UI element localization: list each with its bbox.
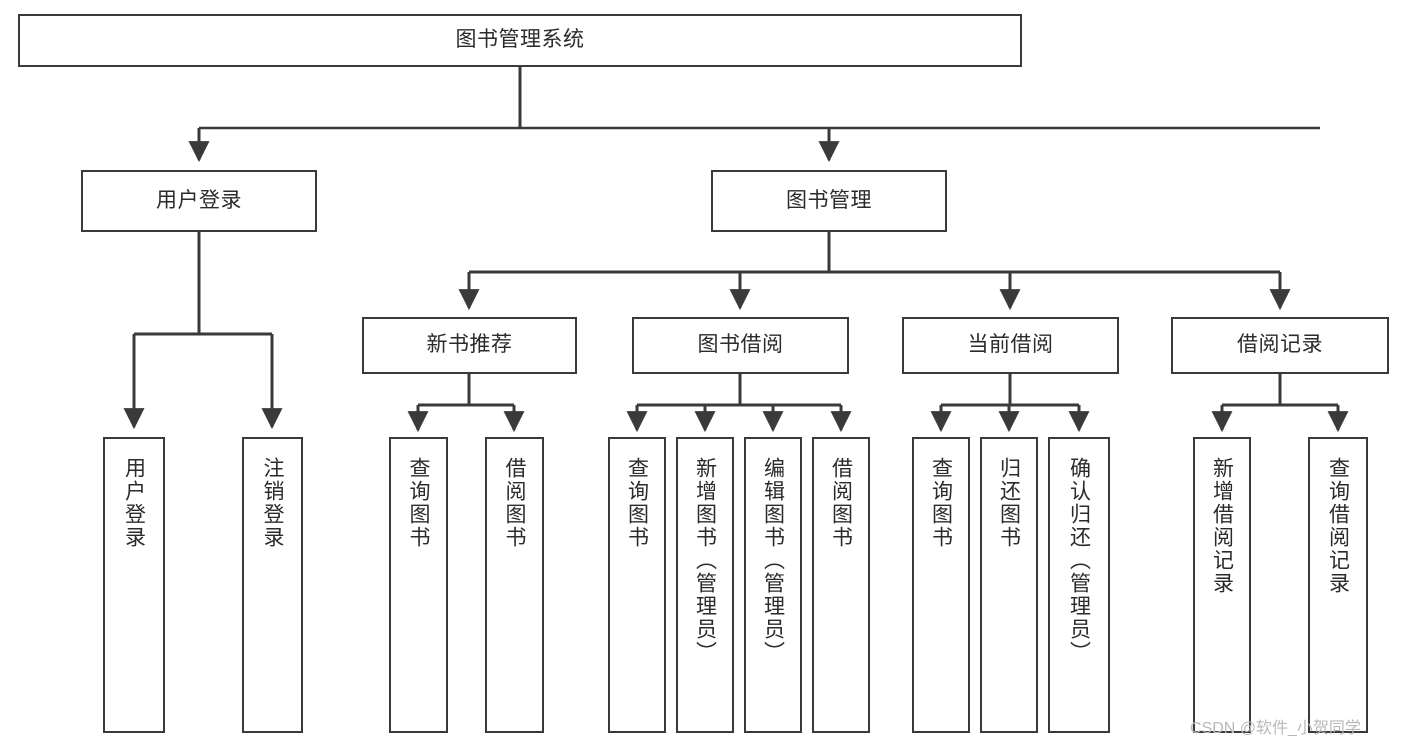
node-leaf-query-book-1-label: 查询图书 (407, 457, 430, 549)
node-leaf-query-book-2-label: 查询图书 (625, 457, 649, 549)
node-leaf-borrow-book-1[interactable]: 借阅图书 (485, 437, 544, 733)
node-root[interactable]: 图书管理系统 (18, 14, 1022, 67)
node-leaf-borrow-book-2-label: 借阅图书 (829, 457, 853, 549)
node-borrow-record-label: 借阅记录 (1237, 333, 1323, 357)
node-leaf-add-book[interactable]: 新增图书（管理员） (676, 437, 734, 733)
node-leaf-confirm-return[interactable]: 确认归还（管理员） (1048, 437, 1110, 733)
node-book-borrow[interactable]: 图书借阅 (632, 317, 849, 374)
node-current-borrow-label: 当前借阅 (967, 333, 1054, 357)
node-leaf-edit-book[interactable]: 编辑图书（管理员） (744, 437, 802, 733)
node-leaf-query-book-3[interactable]: 查询图书 (912, 437, 970, 733)
node-user-login[interactable]: 用户登录 (81, 170, 317, 232)
node-leaf-query-book-3-label: 查询图书 (929, 457, 953, 549)
node-book-manage-label: 图书管理 (786, 188, 872, 212)
node-leaf-query-record-label: 查询借阅记录 (1326, 457, 1350, 595)
watermark: CSDN @软件_小贺同学 (1190, 720, 1361, 737)
node-leaf-edit-book-label: 编辑图书（管理员） (761, 457, 785, 664)
node-leaf-query-book-2[interactable]: 查询图书 (608, 437, 666, 733)
node-leaf-query-book-1[interactable]: 查询图书 (389, 437, 448, 733)
node-leaf-return-book-label: 归还图书 (997, 457, 1021, 549)
node-leaf-query-record[interactable]: 查询借阅记录 (1308, 437, 1368, 733)
node-new-book-recommend-label: 新书推荐 (426, 333, 513, 357)
node-leaf-confirm-return-label: 确认归还（管理员） (1067, 457, 1091, 664)
node-leaf-borrow-book-2[interactable]: 借阅图书 (812, 437, 870, 733)
node-leaf-user-login[interactable]: 用户登录 (103, 437, 165, 733)
node-leaf-add-record-label: 新增借阅记录 (1210, 457, 1234, 595)
node-leaf-add-record[interactable]: 新增借阅记录 (1193, 437, 1251, 733)
node-leaf-borrow-book-1-label: 借阅图书 (503, 457, 526, 549)
node-borrow-record[interactable]: 借阅记录 (1171, 317, 1389, 374)
node-book-manage[interactable]: 图书管理 (711, 170, 947, 232)
node-leaf-user-login-label: 用户登录 (122, 457, 146, 549)
node-root-label: 图书管理系统 (455, 28, 585, 52)
node-leaf-add-book-label: 新增图书（管理员） (693, 457, 717, 664)
node-new-book-recommend[interactable]: 新书推荐 (362, 317, 577, 374)
node-current-borrow[interactable]: 当前借阅 (902, 317, 1119, 374)
node-user-login-label: 用户登录 (156, 188, 242, 212)
node-leaf-logout-label: 注销登录 (261, 457, 284, 549)
node-leaf-logout[interactable]: 注销登录 (242, 437, 303, 733)
node-leaf-return-book[interactable]: 归还图书 (980, 437, 1038, 733)
node-book-borrow-label: 图书借阅 (697, 333, 784, 357)
